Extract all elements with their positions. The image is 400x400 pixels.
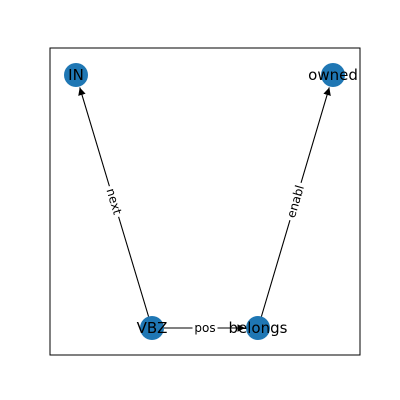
node-owned — [321, 63, 345, 87]
node-label-owned: owned — [308, 66, 358, 84]
node-belongs — [246, 316, 270, 340]
edge-label-group: next — [101, 183, 127, 220]
edge-label-background — [282, 180, 309, 223]
edge-label-background — [101, 183, 127, 220]
edge-label-background — [192, 320, 218, 336]
edge-label: pos — [194, 321, 215, 335]
nodes-layer — [64, 63, 345, 340]
node-label-IN: IN — [68, 66, 84, 84]
edge-label-group: pos — [192, 320, 218, 336]
plot-frame — [49, 47, 361, 356]
node-VBZ — [140, 316, 164, 340]
node-label-belongs: belongs — [229, 319, 288, 337]
node-label-VBZ: VBZ — [137, 319, 168, 337]
node-IN — [64, 63, 88, 87]
